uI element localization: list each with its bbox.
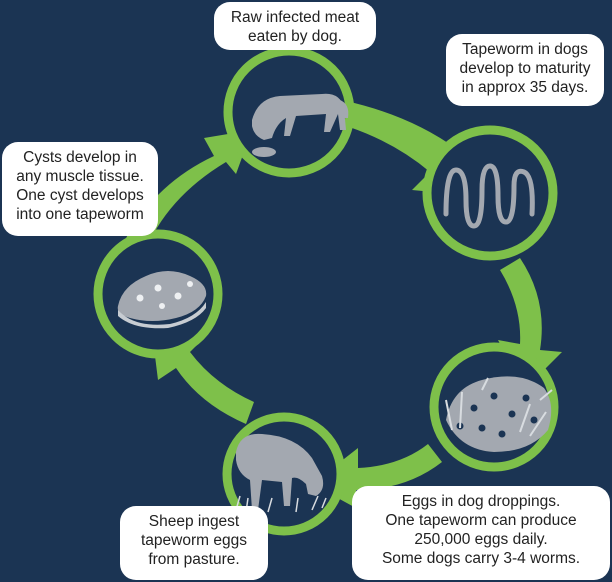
stage-tapeworm xyxy=(427,130,553,256)
caption-line: any muscle tissue. xyxy=(12,167,148,186)
caption-line: in approx 35 days. xyxy=(456,78,594,97)
stage-dog-eating xyxy=(228,51,350,173)
caption-line: Some dogs carry 3-4 worms. xyxy=(362,549,600,568)
caption-line: tapeworm eggs xyxy=(130,531,258,550)
caption-line: One cyst develops xyxy=(12,186,148,205)
stage-eggs xyxy=(434,347,554,467)
caption-tapeworm-maturity: Tapeworm in dogs develop to maturity in … xyxy=(446,34,604,106)
caption-line: from pasture. xyxy=(130,550,258,569)
caption-eggs-droppings: Eggs in dog droppings. One tapeworm can … xyxy=(352,486,610,580)
caption-line: 250,000 eggs daily. xyxy=(362,530,600,549)
caption-line: One tapeworm can produce xyxy=(362,511,600,530)
caption-sheep-ingest: Sheep ingest tapeworm eggs from pasture. xyxy=(120,506,268,580)
caption-line: into one tapeworm xyxy=(12,205,148,224)
stage-cysts xyxy=(98,234,218,354)
caption-cysts-develop: Cysts develop in any muscle tissue. One … xyxy=(2,142,158,236)
caption-line: eaten by dog. xyxy=(224,27,366,46)
caption-line: develop to maturity xyxy=(456,59,594,78)
caption-line: Eggs in dog droppings. xyxy=(362,492,600,511)
caption-line: Raw infected meat xyxy=(224,8,366,27)
caption-raw-meat: Raw infected meat eaten by dog. xyxy=(214,2,376,50)
caption-line: Cysts develop in xyxy=(12,148,148,167)
caption-line: Tapeworm in dogs xyxy=(456,40,594,59)
caption-line: Sheep ingest xyxy=(130,512,258,531)
